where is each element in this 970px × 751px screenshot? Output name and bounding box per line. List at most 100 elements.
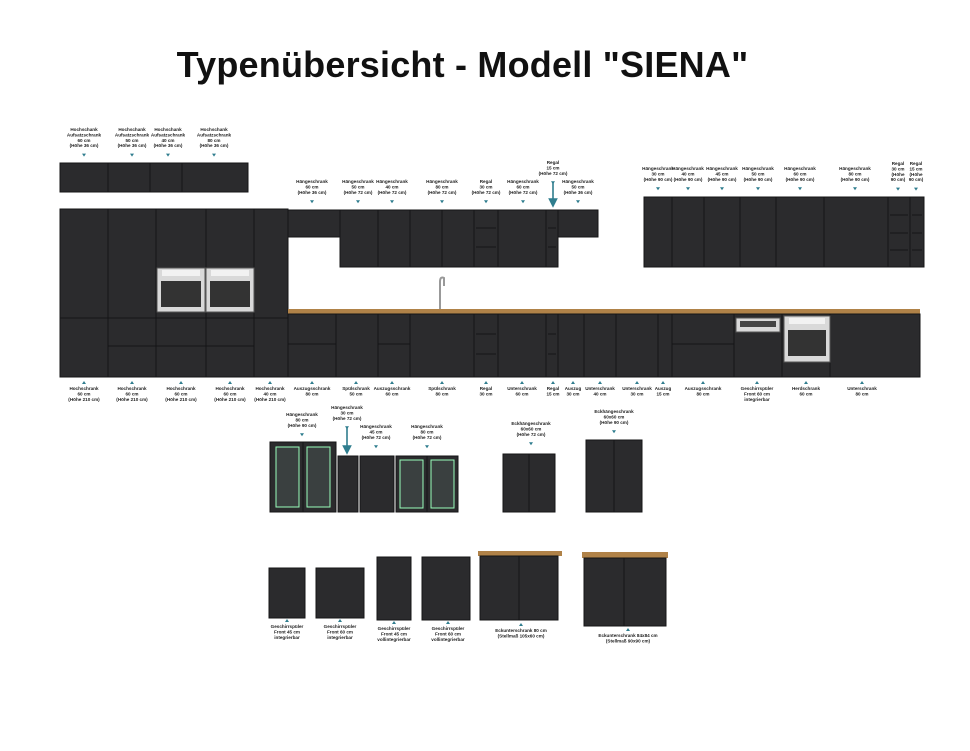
pointer-arrow-icon: [228, 381, 232, 384]
pointer-arrow-icon: [521, 200, 525, 204]
page-title: Typenübersicht - Modell "SIENA": [176, 44, 749, 85]
pointer-arrow-icon: [571, 381, 575, 384]
pointer-arrow-icon: [338, 619, 342, 622]
dishwasher-front-45: [268, 567, 306, 619]
oven-2: [205, 267, 255, 313]
pointer-arrow-icon: [686, 187, 690, 191]
pointer-arrow-icon: [356, 200, 360, 204]
pointer-arrow-icon: [853, 187, 857, 191]
corner-base-84: [582, 552, 668, 627]
pointer-arrow-icon: [860, 381, 864, 384]
dishwasher-front-45-full: [376, 556, 412, 621]
dishwasher-front-60: [315, 567, 365, 619]
corner-wall-cabinet-90: [585, 439, 643, 513]
corner-base-80: [478, 551, 562, 621]
pointer-arrow-icon: [484, 200, 488, 204]
pointer-arrow-icon: [635, 381, 639, 384]
wall-cabinet-45: [359, 455, 395, 513]
wall-cabinets-right: [643, 196, 925, 268]
pointer-arrow-icon: [798, 187, 802, 191]
pointer-arrow-icon: [914, 187, 918, 191]
arrow-markers: [342, 182, 558, 455]
pointer-arrow-icon: [598, 381, 602, 384]
worktop: [288, 309, 920, 314]
pointer-arrow-icon: [179, 381, 183, 384]
glass-wall-cabinet-right: [395, 455, 459, 513]
pointer-arrow-icon: [374, 445, 378, 449]
pointer-arrow-icon: [390, 200, 394, 204]
pointer-arrow-icon: [804, 381, 808, 384]
pointer-arrow-icon: [529, 442, 533, 446]
pointer-arrow-icon: [612, 430, 616, 434]
pointer-arrow-icon: [268, 381, 272, 384]
pointer-arrow-icon: [82, 153, 86, 157]
pointer-arrow-icon: [656, 187, 660, 191]
dishwasher-front-60-full: [421, 556, 471, 621]
base-oven: [783, 315, 831, 363]
glass-wall-cabinet-left: [269, 441, 337, 513]
pointer-arrow-icon: [390, 381, 394, 384]
pointer-arrow-icon: [661, 381, 665, 384]
pointer-arrow-icon: [440, 381, 444, 384]
pointer-arrow-icon: [484, 381, 488, 384]
pointer-arrow-icon: [755, 381, 759, 384]
pointer-arrow-icon: [519, 623, 523, 626]
top-left-cabinets: [59, 162, 249, 193]
wall-cabinet-30: [337, 455, 359, 513]
pointer-arrow-icon: [82, 381, 86, 384]
pointer-arrow-icon: [520, 381, 524, 384]
wall-cabinets-center: [287, 209, 599, 268]
label-bot-5: Eckunterschrank 80 cm(Stellmaß 105x60 cm…: [495, 628, 547, 638]
pointer-arrow-icon: [310, 200, 314, 204]
pointer-arrow-icon: [551, 181, 555, 185]
pointer-arrow-icon: [576, 200, 580, 204]
pointer-arrow-icon: [345, 426, 349, 430]
pointer-arrow-icon: [701, 381, 705, 384]
oven-1: [156, 267, 206, 313]
pointer-arrow-icon: [440, 200, 444, 204]
pointer-arrow-icon: [896, 187, 900, 191]
label-bot-6: Eckunterschrank 84x84 cm(Stellmaß 90x90 …: [598, 633, 657, 643]
pointer-arrow-icon: [425, 445, 429, 449]
